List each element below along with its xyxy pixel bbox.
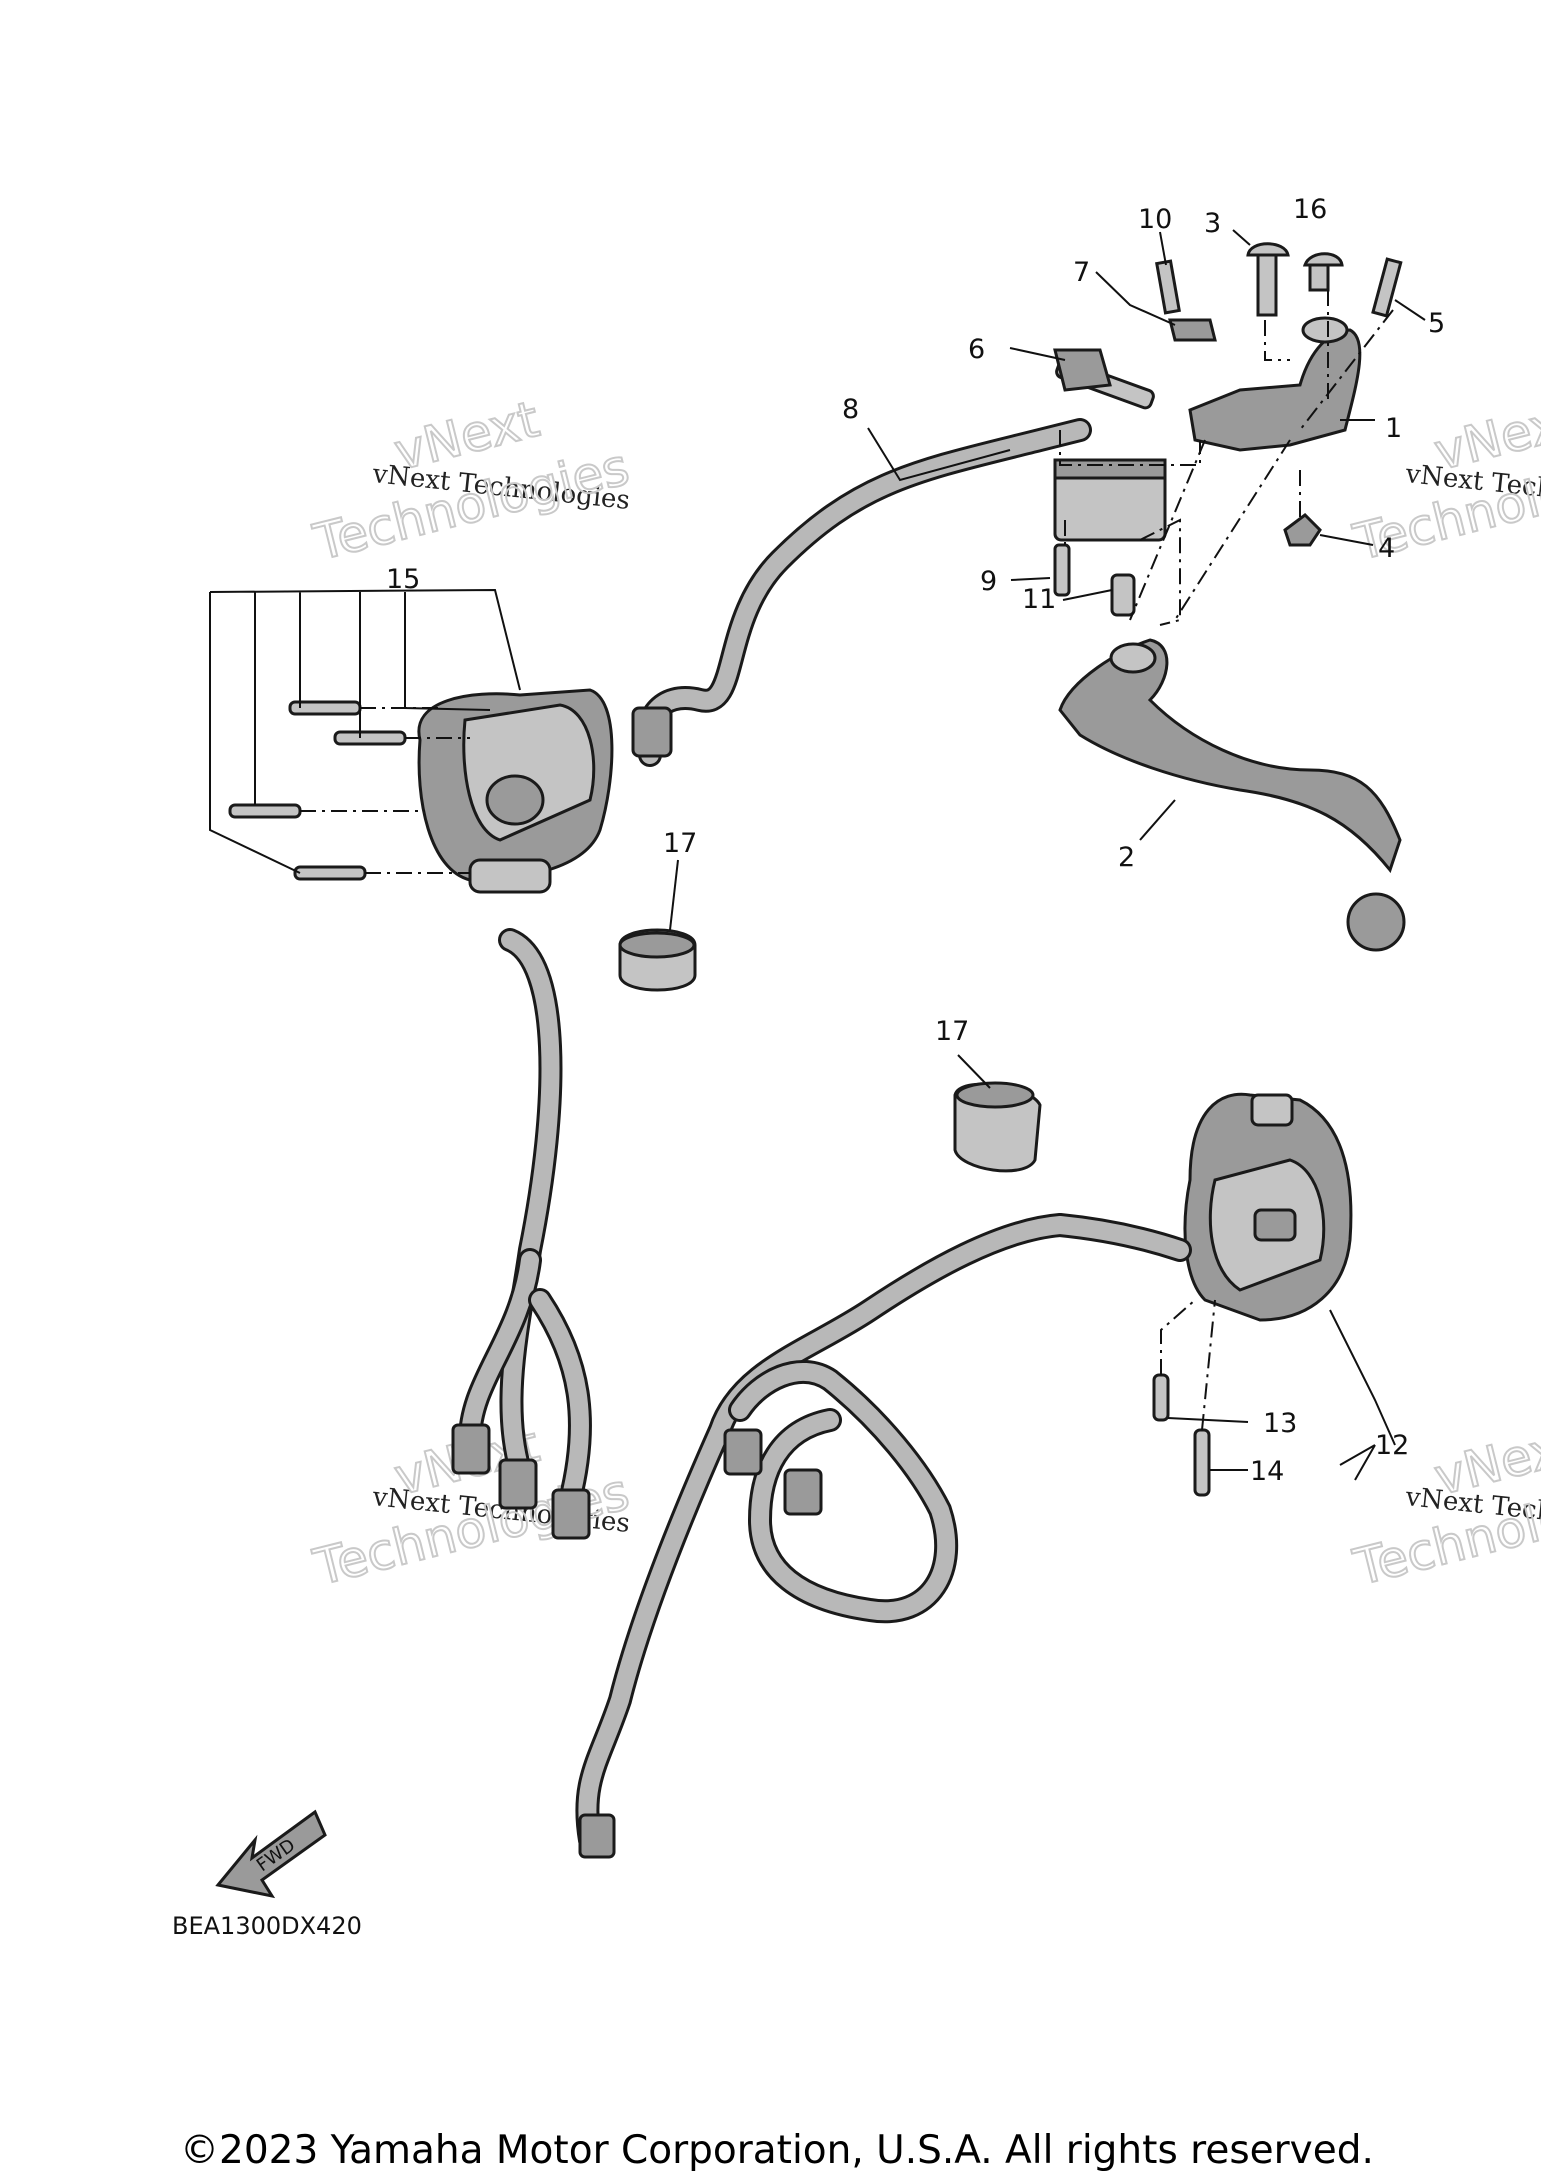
callout-16: 16 bbox=[1293, 194, 1327, 225]
callout-10: 10 bbox=[1138, 204, 1172, 235]
connector bbox=[551, 1488, 591, 1540]
callout-8: 8 bbox=[842, 394, 859, 425]
right-handlebar-switch bbox=[1152, 1092, 1353, 1497]
callout-2: 2 bbox=[1118, 842, 1135, 873]
left-handlebar-switch bbox=[228, 688, 614, 1540]
watermark-outline: vNext bbox=[1429, 1415, 1541, 1507]
handlebar-collar bbox=[618, 928, 697, 992]
connector bbox=[631, 706, 673, 758]
lever-switch-lead bbox=[631, 418, 1092, 767]
clutch-lever bbox=[1058, 638, 1406, 952]
callout-1: 1 bbox=[1385, 413, 1402, 444]
callout-5: 5 bbox=[1428, 308, 1445, 339]
diagram-code: BEA1300DX420 bbox=[172, 1912, 362, 1940]
switch-screws bbox=[228, 700, 470, 881]
watermarks: vNext Technologies vNext Technologies vN… bbox=[307, 389, 1541, 1598]
connector bbox=[451, 1423, 491, 1475]
right-switch-harness bbox=[575, 1213, 1192, 1859]
callout-3: 3 bbox=[1204, 208, 1221, 239]
callout-13: 13 bbox=[1263, 1408, 1297, 1439]
callout-11: 11 bbox=[1022, 584, 1056, 615]
callout-9: 9 bbox=[980, 566, 997, 597]
callout-14: 14 bbox=[1250, 1456, 1284, 1487]
connector bbox=[723, 1428, 763, 1476]
watermark-outline: vNext bbox=[1429, 390, 1541, 482]
handlebar-collar bbox=[953, 1081, 1042, 1173]
callout-12: 12 bbox=[1375, 1430, 1409, 1461]
callout-4: 4 bbox=[1378, 533, 1395, 564]
connector bbox=[783, 1468, 823, 1516]
callout-17: 17 bbox=[935, 1016, 969, 1047]
callout-17: 17 bbox=[663, 828, 697, 859]
callout-6: 6 bbox=[968, 334, 985, 365]
callout-7: 7 bbox=[1073, 257, 1090, 288]
connector bbox=[578, 1813, 616, 1859]
lever-bracket-assembly bbox=[1053, 242, 1403, 626]
callouts: 1 2 3 4 5 6 7 8 9 10 11 12 13 14 15 16 1… bbox=[386, 194, 1445, 1487]
callout-15: 15 bbox=[386, 564, 420, 595]
leader-lines bbox=[209, 229, 1426, 1481]
fwd-arrow: FWD bbox=[215, 1809, 327, 1899]
lever-ball-end bbox=[1346, 892, 1406, 952]
collar-sleeve bbox=[1110, 573, 1136, 617]
copyright-notice: ©2023 Yamaha Motor Corporation, U.S.A. A… bbox=[180, 2128, 1374, 2173]
connector bbox=[498, 1458, 538, 1510]
